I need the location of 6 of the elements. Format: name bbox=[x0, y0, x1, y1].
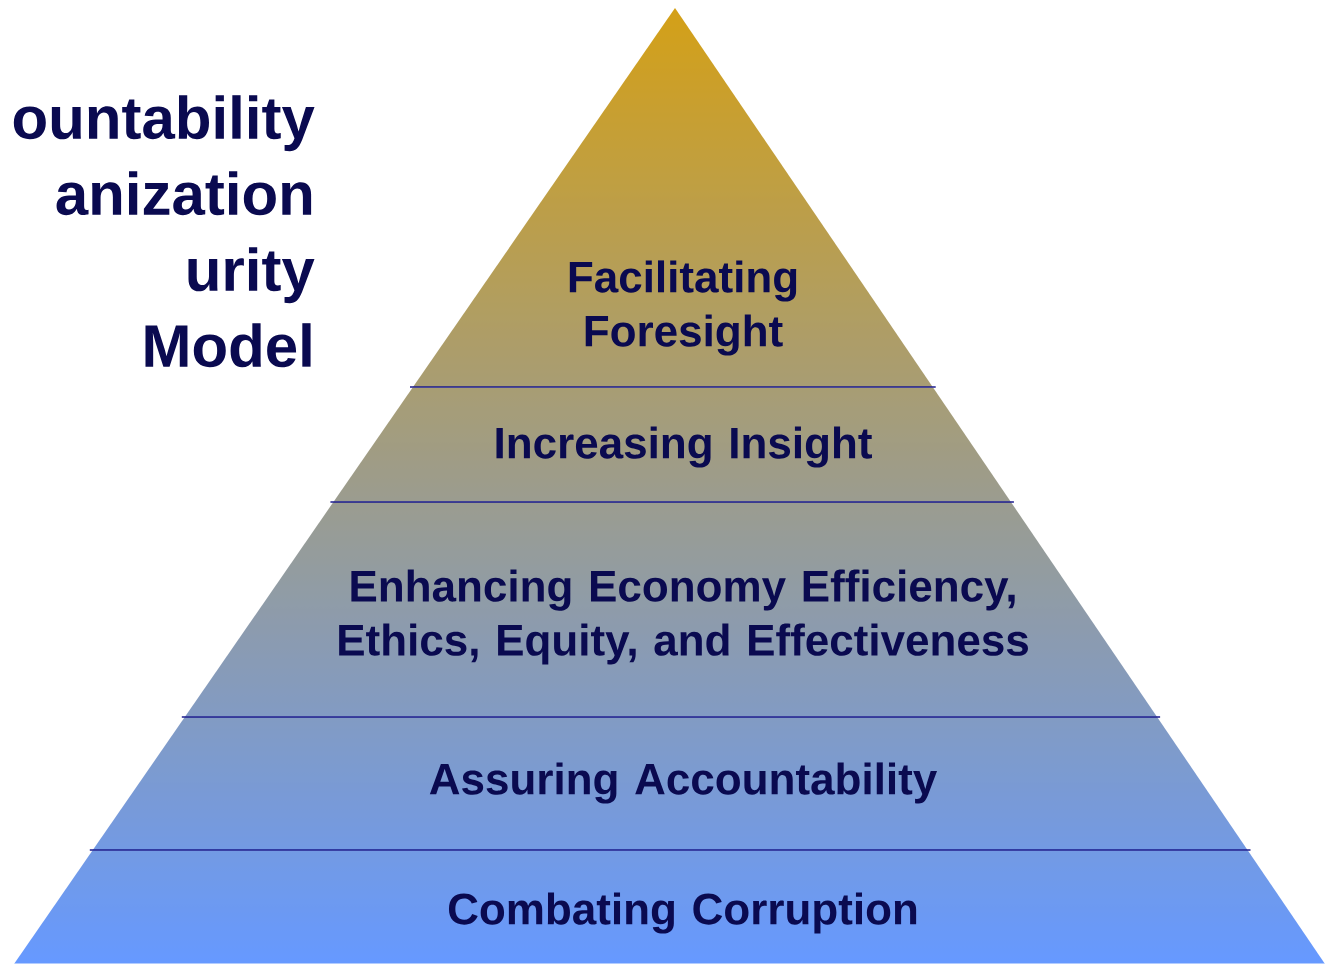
title: ountability anization urity Model bbox=[13, 95, 315, 368]
pyramid-level: Increasing Insight bbox=[496, 426, 872, 468]
pyramid-level: Assuring Accountability bbox=[429, 762, 938, 804]
pyramid-level: Enhancing Economy Efficiency, Ethics, Equity, and Effectiveness bbox=[339, 569, 1028, 665]
pyramid-level: Combating Corruption bbox=[448, 892, 917, 934]
pyramid-level: Facilitating Foresight bbox=[569, 260, 797, 356]
